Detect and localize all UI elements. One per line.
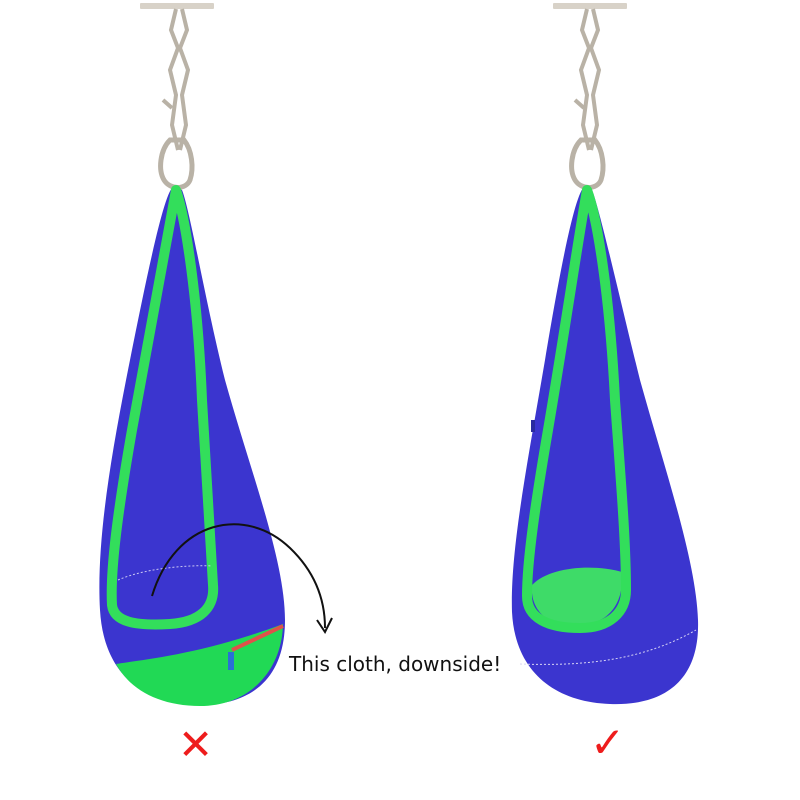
callout-arrow-head (316, 617, 333, 634)
right-pod-hanger (553, 3, 627, 190)
check-mark-icon: ✓ (590, 718, 626, 767)
right-bottom-seam (519, 629, 697, 665)
wrong-mark-icon: ✕ (178, 720, 214, 769)
left-pod-body (99, 186, 285, 705)
left-rope (167, 8, 181, 151)
callout-text: This cloth, downside! (289, 652, 502, 676)
right-pod (511, 185, 699, 705)
right-pod-seat (531, 567, 623, 626)
left-pod-tag (228, 652, 234, 670)
left-seam-highlight (231, 624, 284, 652)
left-rope-knot (161, 98, 174, 110)
right-rope-knot (573, 98, 586, 110)
left-pod (99, 185, 285, 706)
left-ceiling-plate (140, 3, 214, 9)
left-seat-line (117, 565, 213, 581)
right-pod-opening-trim (522, 185, 631, 633)
left-pod-opening-trim (106, 185, 219, 630)
right-pod-tag (531, 420, 535, 432)
left-rope-second (177, 8, 191, 151)
right-ceiling-plate (553, 3, 627, 9)
right-rope-second (588, 8, 602, 151)
callout-arrow (151, 523, 333, 634)
left-pod-hanger (140, 3, 214, 190)
right-rope (578, 8, 592, 151)
callout-arrow-curve (151, 523, 326, 629)
